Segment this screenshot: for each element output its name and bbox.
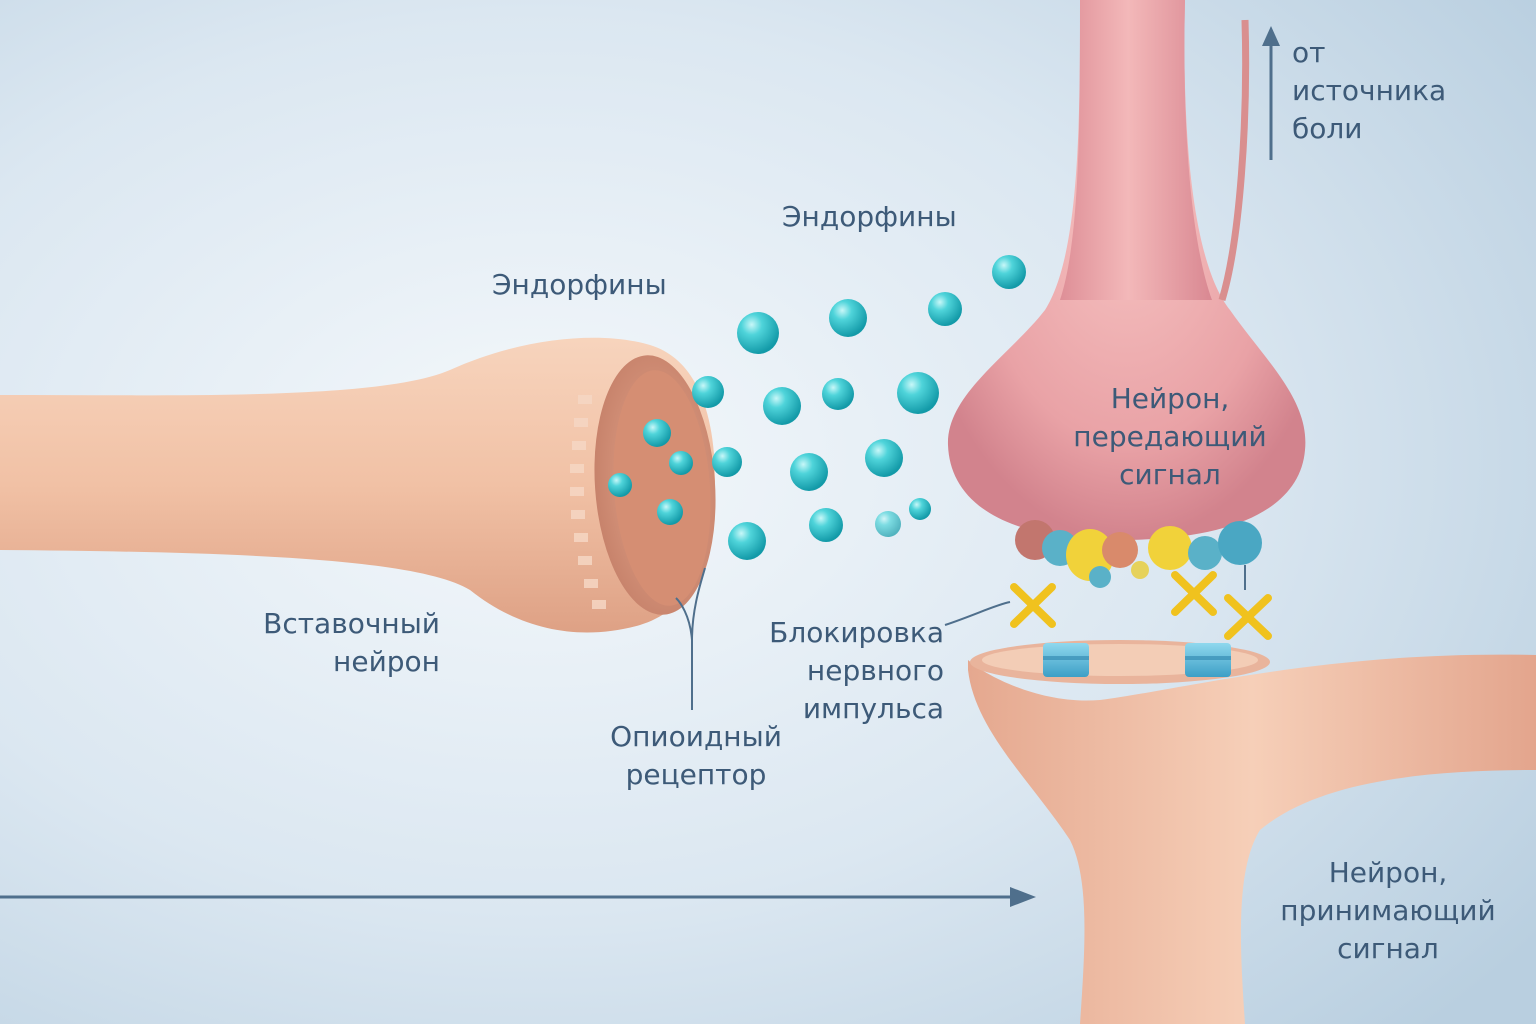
endorphin-molecule: [643, 419, 671, 447]
endorphin-molecule: [790, 453, 828, 491]
receiving-neuron: [968, 640, 1536, 1024]
endorphin-molecule: [763, 387, 801, 425]
label-interneuron: Вставочный нейрон: [263, 607, 440, 678]
endorphin-molecule: [712, 447, 742, 477]
label-endorphins-top: Эндорфины: [782, 200, 957, 233]
endorphin-molecule: [875, 511, 901, 537]
transmitting-neuron: [947, 0, 1306, 588]
endorphin-molecule: [897, 372, 939, 414]
label-pain-source: от источника боли: [1292, 36, 1447, 145]
label-impulse-block: Блокировка нервного импульса: [769, 616, 944, 725]
endorphin-molecule: [992, 255, 1026, 289]
label-opioid-receptor: Опиоидный рецептор: [610, 720, 782, 791]
source-fiber: [1218, 19, 1250, 302]
label-endorphins-left: Эндорфины: [492, 268, 667, 301]
block-x-icon: [1171, 571, 1217, 616]
endorphin-molecule: [608, 473, 632, 497]
arrow-up-icon: [1262, 26, 1280, 160]
endorphin-molecule: [669, 451, 693, 475]
block-x-icon: [1224, 594, 1272, 640]
block-marks: [1010, 571, 1272, 640]
label-transmitting-neuron: Нейрон, передающий сигнал: [1073, 382, 1267, 491]
endorphin-molecule: [657, 499, 683, 525]
endorphin-molecule: [692, 376, 724, 408]
interneuron: [0, 337, 716, 633]
endorphin-molecule: [822, 378, 854, 410]
endorphin-molecule: [728, 522, 766, 560]
endorphin-molecule: [809, 508, 843, 542]
endorphin-molecules: [608, 255, 1026, 560]
endorphin-molecule: [865, 439, 903, 477]
endorphin-molecule: [737, 312, 779, 354]
endorphin-molecule: [909, 498, 931, 520]
block-x-icon: [1010, 583, 1056, 628]
arrow-right-icon: [0, 887, 1036, 907]
leader-lines: [675, 565, 1246, 710]
endorphin-molecule: [928, 292, 962, 326]
label-receiving-neuron: Нейрон, принимающий сигнал: [1280, 856, 1496, 965]
endorphin-molecule: [829, 299, 867, 337]
